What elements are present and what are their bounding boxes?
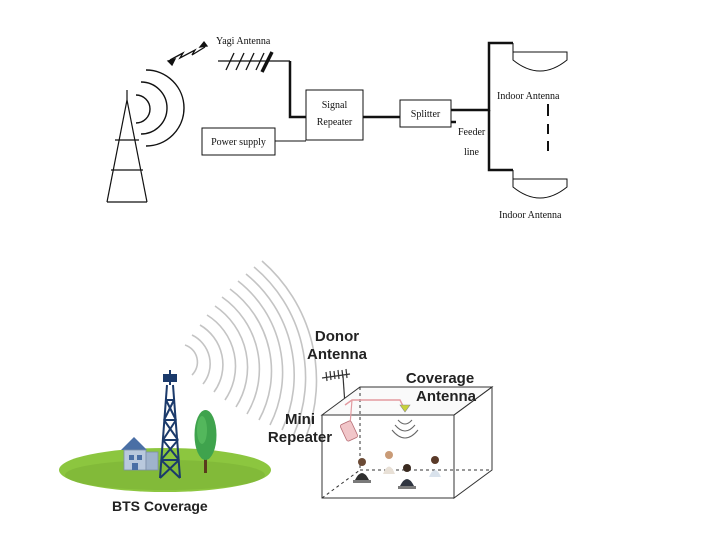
person-icon [353, 458, 371, 483]
indoor-antenna-bottom-label: Indoor Antenna [499, 210, 562, 221]
donor-antenna-label-line1: Donor [315, 328, 359, 345]
mini-repeater-device [340, 420, 358, 442]
mini-repeater-label-line1: Mini [285, 411, 315, 428]
power-supply-label: Power supply [211, 137, 266, 148]
bts-tower-outline [106, 90, 148, 203]
mini-repeater-label-line2: Repeater [268, 429, 332, 446]
feeder-lines [451, 41, 513, 172]
grass-patch-shade [65, 460, 265, 490]
yagi-antenna-icon [218, 51, 290, 73]
signal-repeater-label-line1: Signal [322, 100, 348, 111]
yagi-to-repeater-cable [288, 61, 306, 119]
yagi-antenna-label: Yagi Antenna [216, 36, 271, 47]
office-people [353, 451, 441, 489]
bts-coverage-waves [184, 260, 318, 438]
power-supply-box: Power supply [201, 127, 276, 156]
indoor-antenna-top-label: Indoor Antenna [497, 91, 560, 102]
signal-repeater-box: Signal Repeater [305, 89, 364, 141]
person-icon [429, 456, 441, 477]
building-box [320, 386, 494, 499]
signal-repeater-label-line2: Repeater [317, 117, 353, 128]
repeater-cable [344, 399, 405, 409]
house-icon [121, 437, 159, 471]
splitter-box: Splitter [399, 99, 452, 128]
bts-coverage-label: BTS Coverage [112, 498, 208, 514]
top-schematic: Yagi Antenna Signal Repeater Power suppl… [106, 36, 568, 221]
donor-antenna-label-line2: Antenna [307, 346, 368, 363]
coverage-antenna-label-line1: Coverage [406, 370, 474, 387]
splitter-label: Splitter [411, 109, 441, 120]
indoor-antenna-bottom-icon [512, 170, 568, 199]
person-icon [383, 451, 395, 474]
feeder-line-label-line1: Feeder [458, 127, 486, 138]
wireless-link-icon [166, 40, 209, 67]
feeder-line-label-line2: line [464, 147, 480, 158]
coverage-antenna-label-line2: Antenna [416, 388, 477, 405]
coverage-antenna-icon [391, 404, 419, 439]
person-icon [398, 464, 416, 489]
tree-icon [194, 410, 217, 473]
bts-lattice-tower [159, 370, 181, 479]
indoor-antenna-top-icon [512, 43, 568, 72]
tower-signal-waves [135, 69, 185, 147]
bottom-illustration: BTS Coverage Donor Antenna [59, 260, 494, 514]
